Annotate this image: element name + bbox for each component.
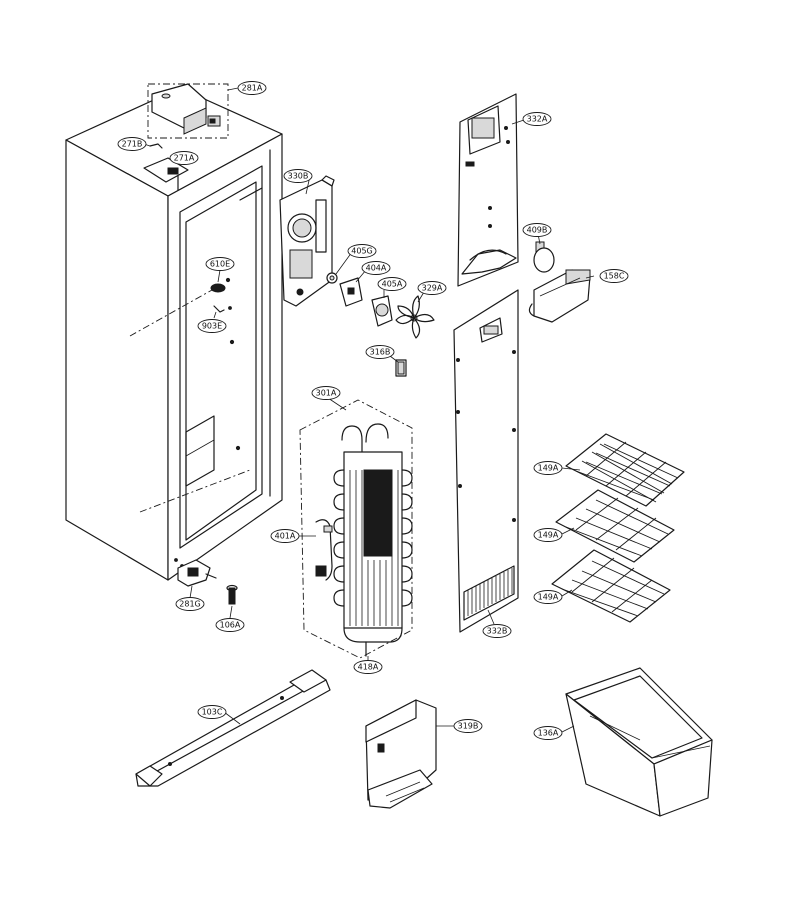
callout-329A: 329A bbox=[417, 281, 447, 295]
callout-149A-1: 149A bbox=[533, 461, 563, 475]
callout-404A: 404A bbox=[361, 261, 391, 275]
callout-136A: 136A bbox=[533, 726, 563, 740]
callout-text: 404A bbox=[366, 264, 387, 273]
callout-149A-3: 149A bbox=[533, 590, 563, 604]
fan-shroud-330B bbox=[279, 175, 335, 307]
lamp-cover-158C bbox=[528, 269, 591, 323]
callout-text: 332B bbox=[487, 627, 508, 636]
callout-409B: 409B bbox=[522, 223, 552, 237]
callout-text: 158C bbox=[604, 272, 625, 281]
callout-271A: 271A bbox=[169, 151, 199, 165]
callout-text: 405G bbox=[351, 247, 372, 256]
callout-text: 149A bbox=[538, 464, 559, 473]
callout-281A: 281A bbox=[237, 81, 267, 95]
callout-text: 149A bbox=[538, 531, 559, 540]
callout-text: 319B bbox=[458, 722, 479, 731]
refrigerator-cabinet bbox=[65, 87, 283, 581]
callout-903E: 903E bbox=[197, 319, 227, 333]
callout-text: 316B bbox=[370, 348, 391, 357]
bottom-hinge-281G bbox=[177, 559, 217, 587]
hinge-cover-281A bbox=[147, 83, 229, 139]
callout-301A: 301A bbox=[311, 386, 341, 400]
evaporator-301A bbox=[299, 399, 413, 659]
callout-271B: 271B bbox=[117, 137, 147, 151]
callout-103C: 103C bbox=[197, 705, 227, 719]
callout-401A: 401A bbox=[270, 529, 300, 543]
lamp-409B bbox=[533, 241, 555, 273]
callout-610E: 610E bbox=[205, 257, 235, 271]
callout-text: 418A bbox=[358, 663, 379, 672]
callout-106A: 106A bbox=[215, 618, 245, 632]
leader-lines bbox=[143, 87, 595, 733]
bin-136A bbox=[565, 667, 713, 817]
callout-text: 281G bbox=[179, 600, 200, 609]
callout-332B: 332B bbox=[482, 624, 512, 638]
callout-405G: 405G bbox=[347, 244, 377, 258]
shelves-149A bbox=[551, 433, 685, 623]
callout-text: 330B bbox=[288, 172, 309, 181]
callout-text: 106A bbox=[220, 621, 241, 630]
callout-149A-2: 149A bbox=[533, 528, 563, 542]
callout-332A: 332A bbox=[522, 112, 552, 126]
sensor-316B bbox=[395, 359, 407, 377]
rear-panel-332B bbox=[453, 289, 519, 633]
callout-text: 903E bbox=[202, 322, 222, 331]
callout-text: 610E bbox=[210, 260, 230, 269]
callout-text: 401A bbox=[275, 532, 296, 541]
small-parts-610E-903E bbox=[210, 283, 226, 313]
callout-158C: 158C bbox=[599, 269, 629, 283]
heater-401A bbox=[315, 519, 333, 581]
callout-418A: 418A bbox=[353, 660, 383, 674]
callout-319B: 319B bbox=[453, 719, 483, 733]
callout-316B: 316B bbox=[365, 345, 395, 359]
callout-text: 329A bbox=[422, 284, 443, 293]
bottom-rail-103C bbox=[135, 669, 331, 787]
callout-text: 149A bbox=[538, 593, 559, 602]
callout-text: 405A bbox=[382, 280, 403, 289]
callout-text: 301A bbox=[316, 389, 337, 398]
fan-motor-group bbox=[326, 272, 393, 327]
callout-text: 271B bbox=[122, 140, 143, 149]
callout-text: 409B bbox=[527, 226, 548, 235]
callout-330B: 330B bbox=[283, 169, 313, 183]
duct-319B bbox=[365, 699, 437, 809]
fan-blade-329A bbox=[395, 295, 435, 339]
callout-text: 271A bbox=[174, 154, 195, 163]
callout-281G: 281G bbox=[175, 597, 205, 611]
rear-panel-332A bbox=[457, 93, 519, 287]
callout-text: 136A bbox=[538, 729, 559, 738]
callout-text: 103C bbox=[202, 708, 223, 717]
callout-labels: 281A 271B 271A 330B 332A 409B 158C 405G … bbox=[117, 81, 629, 740]
screw-106A bbox=[226, 584, 238, 605]
callout-405A: 405A bbox=[377, 277, 407, 291]
callout-text: 281A bbox=[242, 84, 263, 93]
callout-text: 332A bbox=[527, 115, 548, 124]
